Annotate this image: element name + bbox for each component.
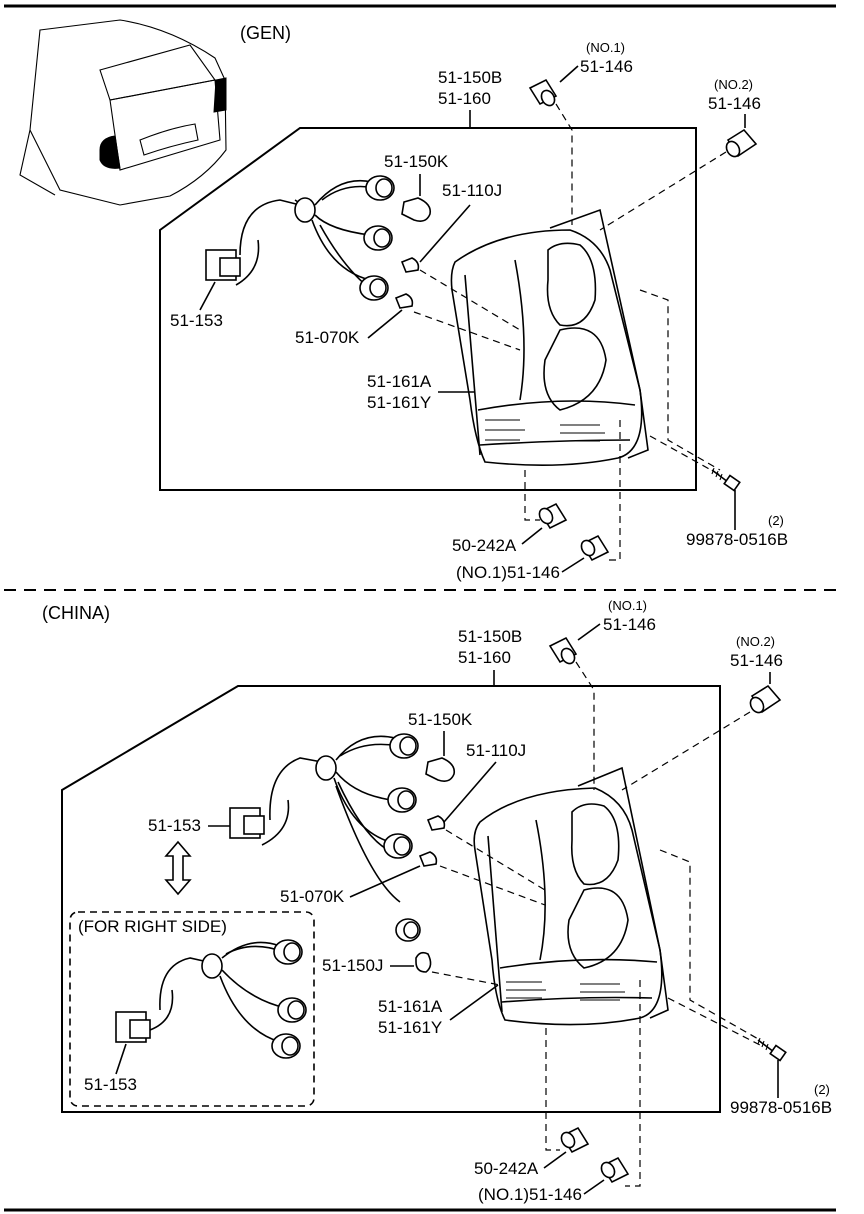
china-wiring-harness	[229, 735, 401, 903]
china-section: (CHINA) 51-150B 51-160 (NO.1) 51-146 (NO…	[42, 598, 832, 1204]
right-side-inset-box	[69, 911, 315, 1107]
gen-clip	[538, 502, 568, 530]
china-clip	[560, 1126, 590, 1154]
china-bulb-no1-top	[548, 636, 578, 665]
china-label-no1-top-part: 51-146	[603, 615, 656, 634]
china-label-screw-qty: (2)	[814, 1082, 830, 1097]
china-label-no1-bottom: (NO.1)51-146	[478, 1185, 582, 1204]
china-bulb-no2	[749, 684, 782, 714]
gen-label-no1-top-part: 51-146	[580, 57, 633, 76]
china-label-clip: 50-242A	[474, 1159, 539, 1178]
gen-screw	[711, 467, 741, 492]
vehicle-rear-illustration	[19, 19, 227, 206]
gen-label-no1-top: (NO.1)	[586, 40, 625, 55]
orientation-arrow-icon	[164, 840, 192, 896]
gen-label-no1-bottom: (NO.1)51-146	[456, 563, 560, 582]
gen-bulb-no2	[725, 128, 758, 158]
china-lamp-housing	[473, 766, 669, 1026]
china-label-screw: 99878-0516B	[730, 1098, 832, 1117]
gen-assembly-box	[159, 127, 697, 491]
gen-label-socket-k: 51-150K	[384, 152, 449, 171]
gen-wiring-harness	[205, 179, 376, 291]
right-side-wiring-harness	[115, 939, 307, 1059]
china-header: (CHINA)	[42, 603, 110, 623]
vehicle-right-lamp	[213, 77, 227, 113]
china-label-no2-part: 51-146	[730, 651, 783, 670]
gen-label-screw: 99878-0516B	[686, 530, 788, 549]
china-bulbs	[415, 757, 456, 973]
gen-label-connector: 51-153	[170, 311, 223, 330]
china-label-bulb-k: 51-070K	[280, 887, 345, 906]
china-label-bulb-j: 51-110J	[466, 741, 526, 760]
gen-bulbs	[394, 197, 432, 309]
china-label-socket-k: 51-150K	[408, 710, 473, 729]
china-label-right-connector: 51-153	[84, 1075, 137, 1094]
china-label-lens-a: 51-161A	[378, 997, 443, 1016]
china-label-socket-j: 51-150J	[322, 956, 383, 975]
gen-label-bulb-k: 51-070K	[295, 328, 360, 347]
china-label-lens-y: 51-161Y	[378, 1018, 442, 1037]
gen-label-housing-b: 51-150B	[438, 68, 502, 87]
gen-label-clip: 50-242A	[452, 536, 517, 555]
vehicle-left-lamp	[99, 135, 121, 169]
china-screw	[757, 1037, 787, 1062]
gen-label-housing-160: 51-160	[438, 89, 491, 108]
gen-sockets	[359, 175, 395, 301]
china-label-housing-160: 51-160	[458, 648, 511, 667]
gen-label-no2-part: 51-146	[708, 94, 761, 113]
gen-bulb-no1-bottom	[580, 534, 610, 562]
gen-lamp-housing	[450, 208, 649, 466]
china-label-connector: 51-153	[148, 816, 201, 835]
china-label-no2: (NO.2)	[736, 634, 775, 649]
gen-label-screw-qty: (2)	[768, 513, 784, 528]
gen-label-lens-a: 51-161A	[367, 372, 432, 391]
china-label-no1-top: (NO.1)	[608, 598, 647, 613]
gen-bulb-no1-top	[528, 78, 558, 107]
gen-label-lens-y: 51-161Y	[367, 393, 431, 412]
china-label-right-side: (FOR RIGHT SIDE)	[78, 917, 227, 936]
gen-header: (GEN)	[240, 23, 291, 43]
china-bulb-no1-bottom	[600, 1156, 630, 1184]
china-label-housing-b: 51-150B	[458, 627, 522, 646]
gen-section: (GEN) 51-150B 51-160 (NO.1) 51-146 (NO.2…	[19, 19, 788, 582]
china-sockets	[383, 733, 421, 942]
gen-label-bulb-j: 51-110J	[442, 181, 502, 200]
china-assembly-box	[61, 685, 721, 1113]
gen-label-no2: (NO.2)	[714, 77, 753, 92]
